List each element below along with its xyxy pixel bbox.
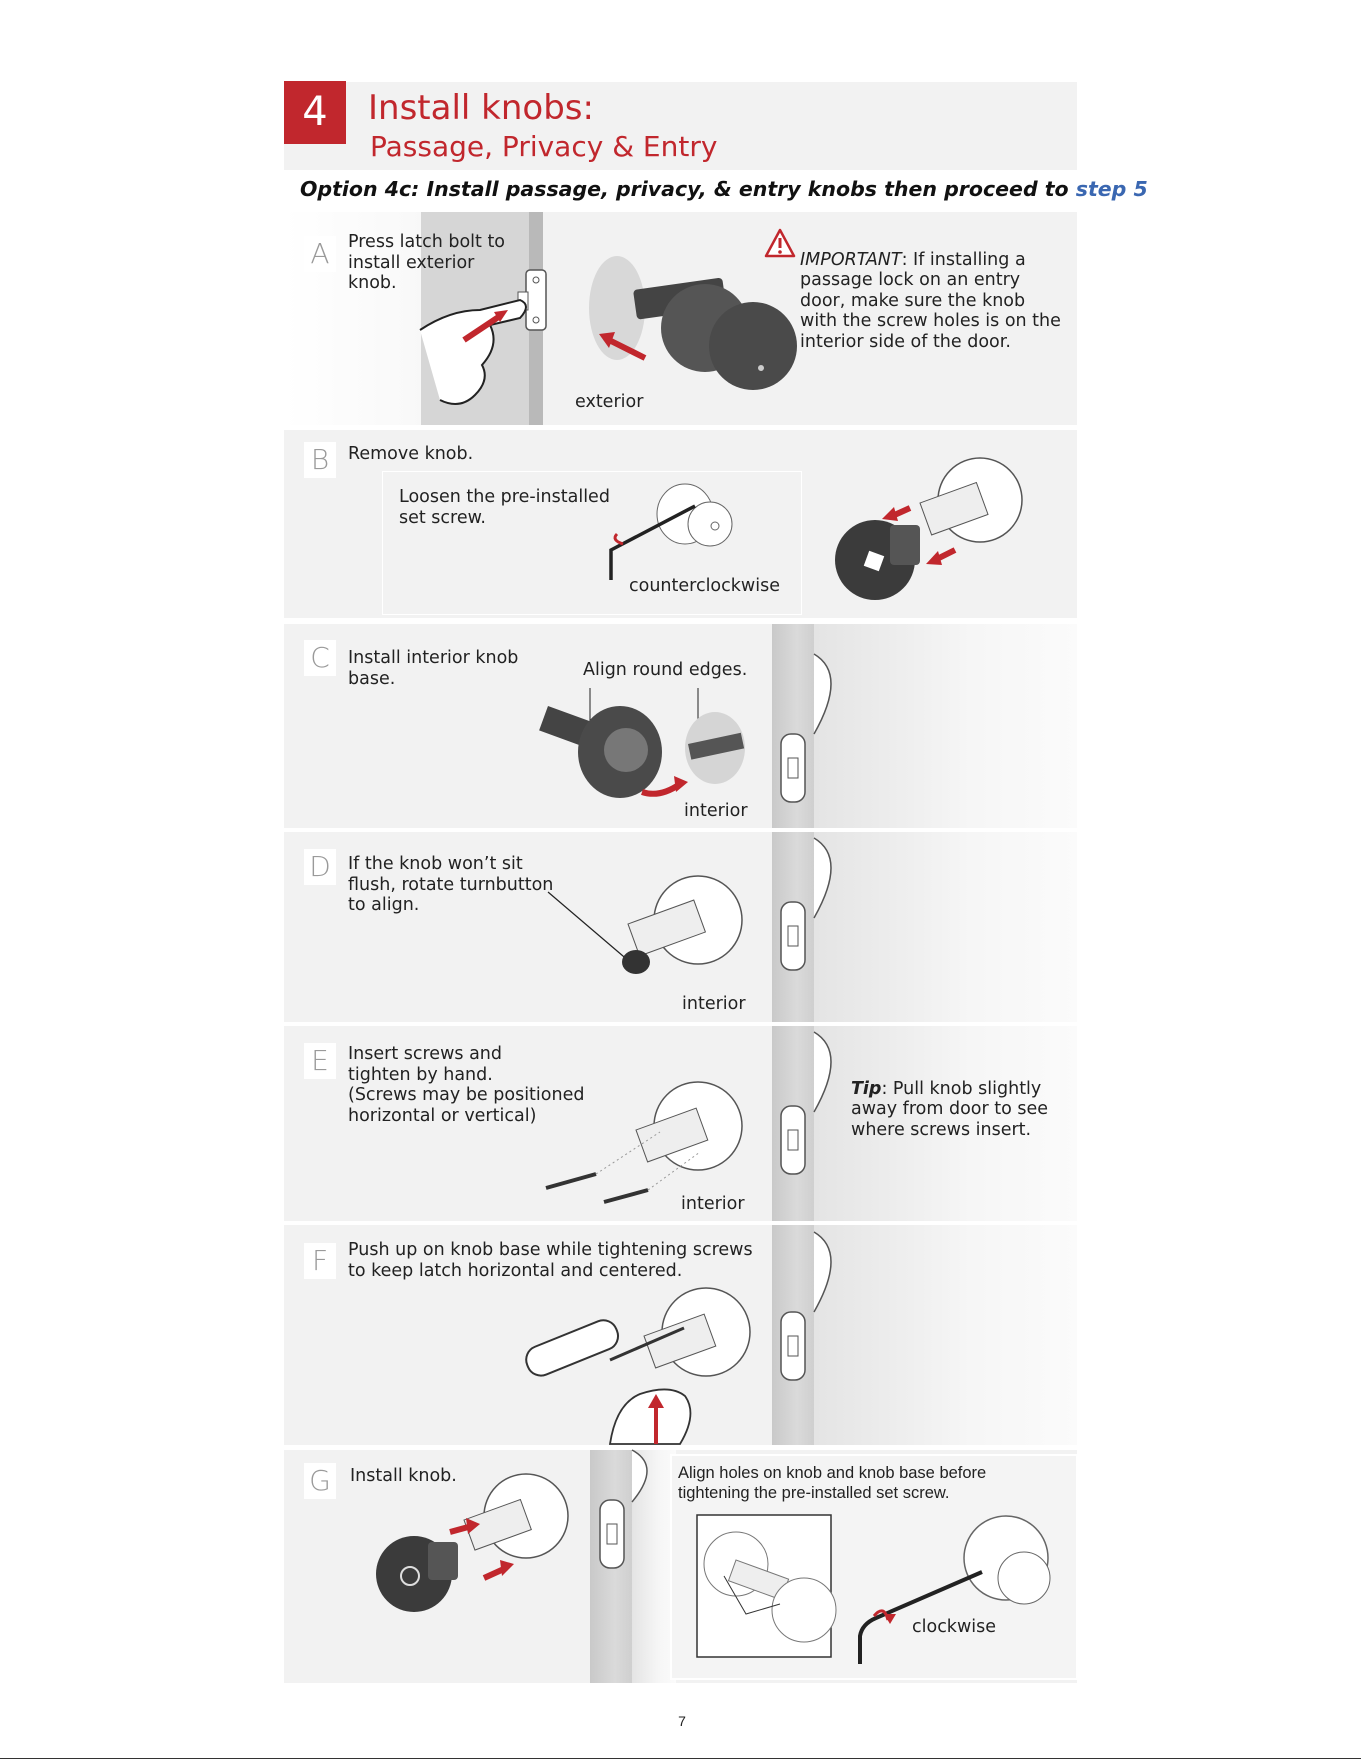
step-a-hand-illustration: [420, 270, 550, 420]
step-d-rosette-arc: [814, 838, 846, 918]
step-g-latch-plate: [600, 1500, 624, 1568]
step-d-letter: D: [304, 849, 336, 885]
step-d-label: interior: [682, 994, 746, 1014]
step-d-latch-plate: [781, 902, 805, 970]
page-subtitle: Passage, Privacy & Entry: [370, 130, 717, 163]
step-c-rosette-arc: [814, 654, 846, 734]
step-a-letter: A: [304, 236, 336, 272]
step-d-turnbutton-illustration: [548, 880, 748, 990]
step-b-subtext: Loosen the pre-installed set screw.: [399, 487, 610, 528]
step-e-label: interior: [681, 1194, 745, 1214]
step-g-letter: G: [304, 1463, 336, 1499]
step-g-subtext: Align holes on knob and knob base before…: [678, 1463, 986, 1503]
step-e-letter: E: [304, 1043, 336, 1079]
step-number: 4: [302, 89, 327, 135]
step-d-text: If the knob won’t sit flush, rotate turn…: [348, 854, 553, 916]
step-a-important: IMPORTANT: If installing a passage lock …: [800, 229, 1061, 352]
warning-triangle-icon: [764, 228, 796, 258]
step-e-rosette-arc: [814, 1032, 846, 1112]
option-line: Option 4c: Install passage, privacy, & e…: [300, 177, 1148, 201]
hex-key-icon: [854, 1508, 1054, 1668]
step-g-detail-illustration: [696, 1514, 834, 1660]
step-f-latch-plate: [781, 1312, 805, 1380]
tip-text: : Pull knob slightly away from door to s…: [851, 1079, 1048, 1140]
step-g-knob-install-illustration: [374, 1468, 574, 1618]
step-b-knob-removal-illustration: [830, 455, 1030, 615]
page-number: 7: [676, 1713, 688, 1729]
option-text: Option 4c: Install passage, privacy, & e…: [300, 177, 1076, 201]
step-f-rosette-arc: [814, 1232, 846, 1312]
step-b-letter: B: [304, 442, 336, 478]
screwdriver-icon: [520, 1284, 760, 1444]
important-label: IMPORTANT: [800, 250, 902, 270]
step-c-label: interior: [684, 801, 748, 821]
step-c-letter: C: [304, 640, 336, 676]
step-b-label: counterclockwise: [629, 576, 780, 596]
step-number-badge: 4: [284, 81, 346, 144]
step-a-label: exterior: [575, 392, 643, 412]
step-b-setscrew-illustration: [605, 484, 740, 584]
step-5-link[interactable]: step 5: [1076, 177, 1148, 201]
step-f-text: Push up on knob base while tightening sc…: [348, 1240, 753, 1281]
tip-label: Tip: [851, 1079, 881, 1099]
step-d-wall: [814, 832, 1077, 1022]
step-c-latch-plate: [781, 734, 805, 802]
step-c-callout: Align round edges.: [583, 660, 747, 680]
page-title: Install knobs:: [368, 88, 594, 128]
step-f-letter: F: [304, 1243, 336, 1279]
step-c-text: Install interior knob base.: [348, 648, 518, 689]
step-g-rosette-arc: [632, 1450, 662, 1502]
step-c-base-illustration: [540, 688, 745, 808]
step-b-text: Remove knob.: [348, 444, 473, 465]
step-g-label: clockwise: [912, 1617, 996, 1637]
step-c-wall: [814, 624, 1077, 828]
step-e-tip: Tip: Pull knob slightly away from door t…: [851, 1058, 1048, 1140]
step-e-latch-plate: [781, 1106, 805, 1174]
step-e-screws-illustration: [540, 1082, 750, 1212]
step-f-wall: [814, 1225, 1077, 1445]
page-bottom-rule: [0, 1758, 1361, 1759]
